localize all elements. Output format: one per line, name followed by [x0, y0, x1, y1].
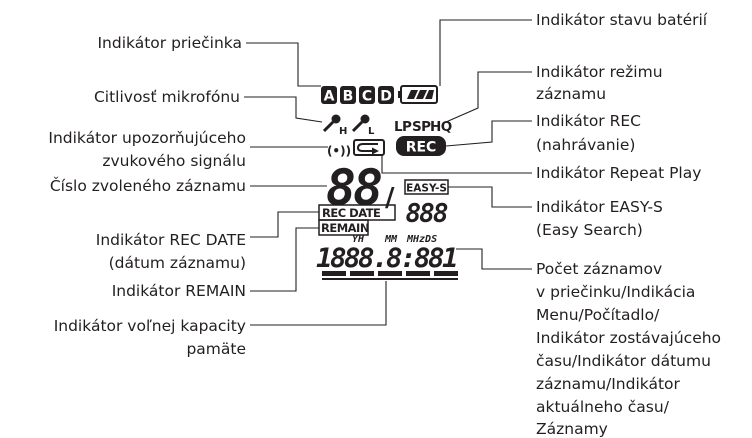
label-rec-line1: Indikátor REC: [536, 112, 641, 130]
leader-lines: [244, 19, 532, 326]
label-repeat-play: Indikátor Repeat Play: [536, 164, 701, 182]
mode-sp: SP: [412, 119, 431, 135]
label-memory-line2: pamäte: [186, 340, 246, 358]
folder-b: B: [343, 89, 354, 105]
rec-date-text: REC DATE: [322, 206, 381, 220]
unit-yh: YH: [352, 234, 365, 245]
repeat-play-icon: [353, 139, 385, 156]
label-rec-line2: (nahrávanie): [536, 136, 635, 154]
label-counter-line6: záznamu/Indikátor: [536, 375, 681, 393]
mic-high-sub: H: [339, 126, 347, 137]
label-counter-line7: aktuálneho času/: [536, 398, 670, 416]
label-selected-number: Číslo zvoleného záznamu: [50, 176, 246, 195]
memory-capacity-bar: [322, 271, 458, 280]
alarm-icon: (•)): [327, 144, 351, 158]
mic-low-icon: L: [351, 114, 375, 137]
label-counter-line3: Menu/Počítadlo/: [536, 306, 660, 324]
remain-indicator: REMAIN: [318, 219, 369, 236]
unit-mm: MM: [384, 234, 398, 245]
mode-lp: LP: [394, 119, 412, 135]
label-alarm-line2: zvukového signálu: [102, 152, 246, 170]
label-counter-line1: Počet záznamov: [536, 260, 662, 278]
unit-mhzds: MHzDS: [406, 234, 437, 245]
label-rec-date-line1: Indikátor REC DATE: [96, 231, 246, 249]
label-rec-date-line2: (dátum záznamu): [109, 254, 246, 272]
mic-high-icon: H: [322, 114, 347, 137]
left-labels: Indikátor priečinka Citlivosť mikrofónu …: [48, 34, 246, 358]
label-alarm-line1: Indikátor upozorňujúceho: [48, 129, 246, 147]
label-counter-line5: času/Indikátor dátumu: [536, 352, 711, 370]
label-easy-s-line1: Indikátor EASY-S: [536, 198, 663, 216]
rec-mode-indicator: LP SP HQ: [394, 119, 452, 135]
label-battery: Indikátor stavu batérií: [536, 11, 708, 29]
easy-s-indicator: EASY-S: [404, 179, 449, 195]
rec-badge: REC: [396, 136, 446, 156]
label-mic-sensitivity: Citlivosť mikrofónu: [94, 88, 240, 106]
counter-digits: 1888.8:881: [316, 243, 456, 274]
small-digits: 888: [406, 199, 448, 229]
label-folder: Indikátor priečinka: [97, 34, 242, 52]
remain-text: REMAIN: [321, 221, 369, 235]
label-easy-s-line2: (Easy Search): [536, 221, 643, 239]
folder-a: A: [324, 89, 335, 105]
rec-badge-text: REC: [406, 140, 437, 156]
right-labels: Indikátor stavu batérií Indikátor režimu…: [536, 11, 721, 438]
label-counter-line8: Záznamy: [536, 420, 608, 438]
folder-c: C: [362, 89, 372, 105]
selected-number-digits: 88: [326, 159, 381, 217]
easy-s-text: EASY-S: [406, 183, 447, 195]
rec-date-indicator: REC DATE: [318, 204, 396, 221]
lcd-slash: /: [385, 183, 395, 213]
alarm-symbol: (•)): [327, 144, 351, 158]
label-rec-mode-line2: záznamu: [536, 85, 606, 103]
mode-hq: HQ: [430, 119, 452, 135]
label-rec-mode-line1: Indikátor režimu: [536, 63, 663, 81]
folder-indicators: A B C D: [321, 86, 394, 105]
label-remain: Indikátor REMAIN: [112, 282, 246, 300]
folder-d: D: [380, 89, 392, 105]
label-counter-line4: Indikátor zostávajúceho: [536, 329, 721, 347]
label-counter-line2: v priečinku/Indikácia: [536, 283, 695, 301]
lcd-display: A B C D H L LP S: [316, 85, 459, 280]
battery-icon: [398, 85, 438, 104]
label-memory-line1: Indikátor voľnej kapacity: [54, 317, 246, 335]
mic-low-sub: L: [368, 126, 375, 137]
